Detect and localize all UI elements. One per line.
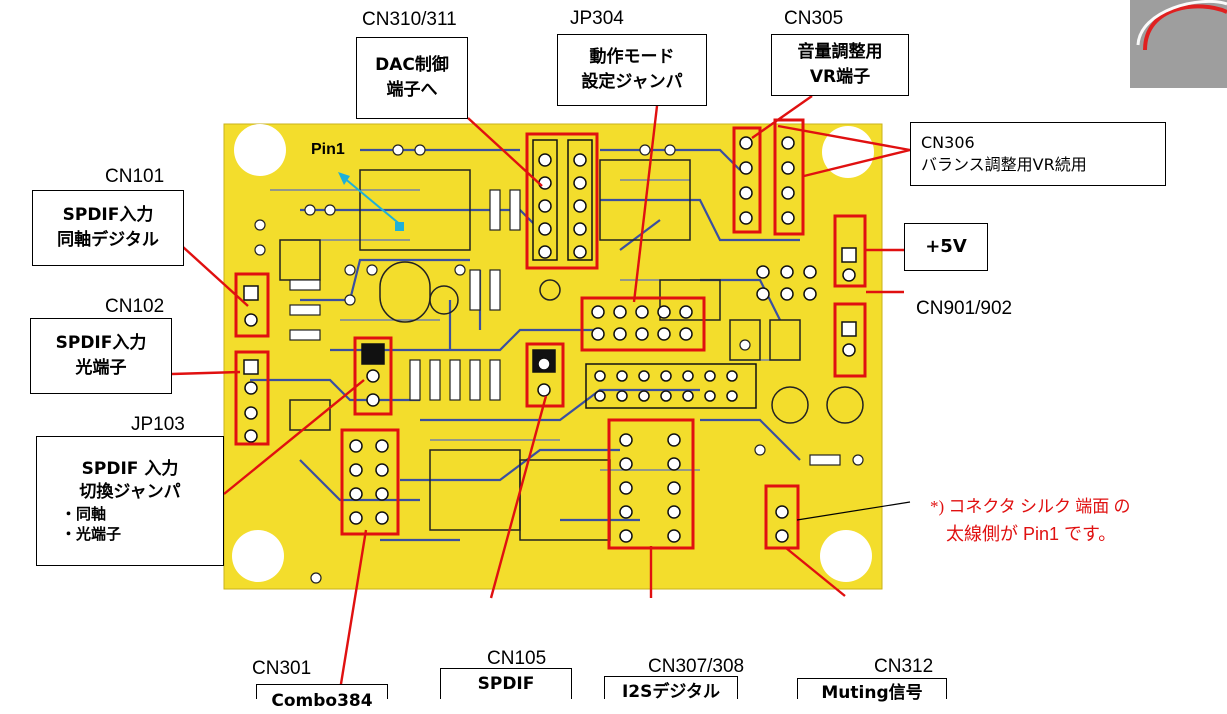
id-cn901: CN901/902 xyxy=(916,298,1013,319)
label-spdif-coax: SPDIF入力 同軸デジタル xyxy=(32,190,184,266)
label-line: Combo384 xyxy=(271,691,373,711)
label-line: VR端子 xyxy=(809,67,871,87)
label-line: 音量調整用 xyxy=(797,42,883,63)
note-line-1: *) コネクタ シルク 端面 の xyxy=(930,497,1131,516)
label-line: 動作モード xyxy=(589,47,675,68)
id-jp103: JP103 xyxy=(131,414,185,435)
id-cn307: CN307/308 xyxy=(648,656,745,677)
label-combo-box: Combo384 xyxy=(256,684,388,711)
label-line: SPDIF 入力 xyxy=(81,458,179,479)
label-spdif-switch: SPDIF 入力 切換ジャンパ ・同軸 ・光端子 xyxy=(36,436,224,566)
label-line: 切換ジャンパ xyxy=(79,481,181,502)
pcb-diagram xyxy=(171,0,1227,691)
callout-lines xyxy=(171,95,911,691)
label-dac-control: DAC制御 端子へ xyxy=(356,37,468,119)
label-line: 光端子 xyxy=(75,358,127,378)
label-spdif-out: SPDIF xyxy=(440,668,572,699)
note-line-2: 太線側が Pin1 です。 xyxy=(946,524,1117,544)
label-line: Muting信号 xyxy=(821,683,923,703)
pcb-resistors xyxy=(289,189,841,466)
label-line: DAC制御 xyxy=(375,55,449,76)
label-line: 設定ジャンパ xyxy=(581,72,683,92)
label-line: +5V xyxy=(925,235,967,257)
id-cn301: CN301 xyxy=(252,658,312,679)
id-cn310: CN310/311 xyxy=(362,9,457,30)
id-cn305: CN305 xyxy=(784,8,844,29)
label-line: SPDIF入力 xyxy=(55,333,147,354)
label-line: SPDIF入力 xyxy=(62,205,154,226)
id-cn101: CN101 xyxy=(105,166,165,187)
mounting-hole xyxy=(822,126,874,178)
id-jp304: JP304 xyxy=(570,8,624,29)
mounting-hole xyxy=(234,124,286,176)
mounting-hole xyxy=(820,530,872,582)
mounting-hole xyxy=(232,530,284,582)
label-spdif-optical: SPDIF入力 光端子 xyxy=(30,318,172,394)
id-cn312: CN312 xyxy=(874,656,934,677)
label-volume-vr: 音量調整用 VR端子 xyxy=(771,34,909,96)
label-line: I2Sデジタル xyxy=(621,682,721,702)
label-line: CN306 xyxy=(921,133,975,153)
label-balance-vr: CN306 バランス調整用VR続用 xyxy=(910,122,1166,186)
label-line: ・光端子 xyxy=(61,524,122,543)
pcb-pads xyxy=(254,144,864,584)
label-plus-5v: +5V xyxy=(904,223,988,271)
label-line: SPDIF xyxy=(477,674,535,694)
label-line: 端子へ xyxy=(386,80,438,100)
label-line: バランス調整用VR続用 xyxy=(921,155,1087,174)
label-mode-jumper: 動作モード 設定ジャンパ xyxy=(557,34,707,106)
pcb-traces xyxy=(250,148,801,542)
pcb-headers xyxy=(243,136,857,543)
id-cn102: CN102 xyxy=(105,296,165,317)
label-line: 同軸デジタル xyxy=(57,230,159,250)
label-line: ・同軸 xyxy=(61,504,107,523)
label-muting: Muting信号 xyxy=(797,678,947,703)
id-cn105: CN105 xyxy=(487,648,547,669)
label-i2s-out: I2Sデジタル xyxy=(604,676,738,702)
pin1-label: Pin1 xyxy=(311,141,345,158)
connector-outlines xyxy=(234,118,867,550)
